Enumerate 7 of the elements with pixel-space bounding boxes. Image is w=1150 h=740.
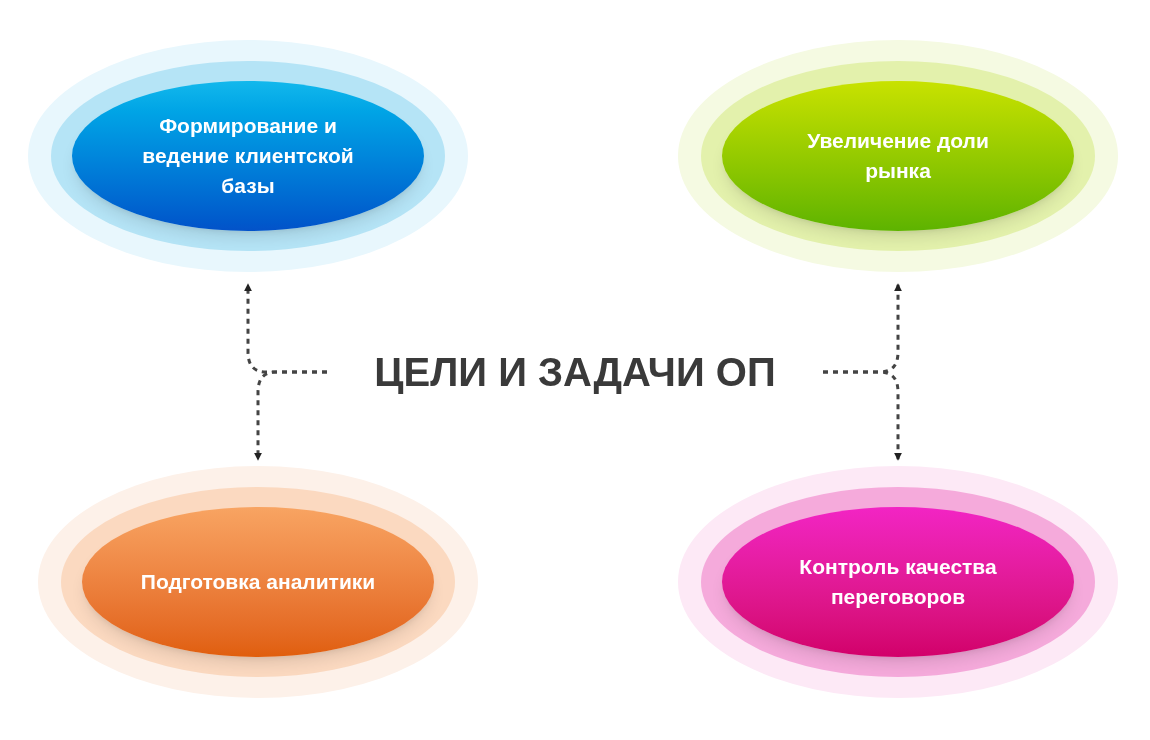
goal-text: Формирование и ведение клиентской базы <box>141 113 355 199</box>
dashed-arrow <box>254 370 327 461</box>
goal-text: Подготовка аналитики <box>140 569 376 595</box>
goal-text: Увеличение доли рынка <box>806 128 990 184</box>
title-text: ЦЕЛИ И ЗАДАЧИ ОП <box>345 345 805 399</box>
goal-text: Контроль качества переговоров <box>798 554 998 610</box>
dashed-arrow <box>823 370 902 461</box>
